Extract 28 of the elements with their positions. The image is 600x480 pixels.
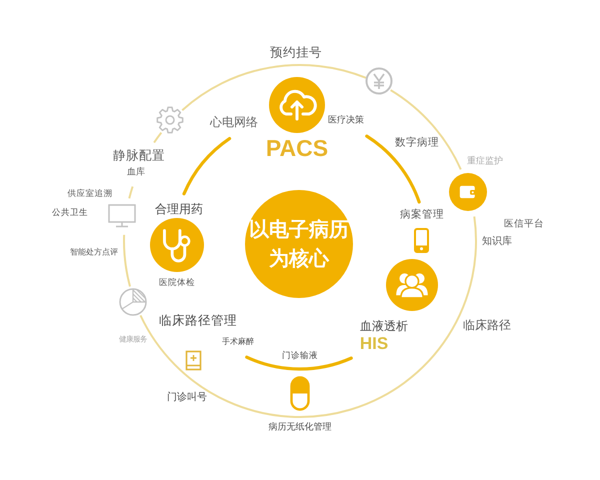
feature-label: 心电网络: [210, 114, 258, 130]
feature-label: 知识库: [482, 236, 512, 248]
feature-label: 手术麻醉: [222, 337, 254, 347]
feature-label: 静脉配置: [113, 148, 165, 162]
feature-label: 合理用药: [155, 202, 203, 216]
feature-label: 医院体检: [159, 278, 195, 288]
feature-label: 病案管理: [400, 208, 444, 222]
people-icon: [386, 259, 438, 311]
feature-label: 临床路径管理: [159, 312, 237, 328]
feature-label: 医信平台: [504, 218, 544, 230]
center-circle: 以电子病历为核心: [245, 190, 353, 298]
system-label: PACS: [266, 135, 328, 163]
system-label: HIS: [360, 334, 388, 354]
cloud-upload-icon: [269, 77, 325, 133]
feature-label: 血液透析: [360, 318, 408, 334]
feature-label: 血库: [127, 168, 145, 178]
feature-label: 临床路径: [463, 318, 511, 332]
feature-label: 供应室追溯: [68, 188, 112, 200]
wallet-icon: [449, 173, 487, 211]
feature-label: 病历无纸化管理: [268, 422, 332, 434]
feature-label: 公共卫生: [52, 208, 88, 218]
stethoscope-icon: [150, 218, 204, 272]
feature-label: 预约挂号: [270, 44, 322, 60]
feature-label: 数字病理: [395, 136, 439, 150]
feature-label: 医疗决策: [328, 116, 364, 126]
feature-label: 门诊输液: [282, 350, 318, 362]
feature-label: 门诊叫号: [167, 392, 207, 404]
feature-label: 重症监护: [467, 156, 503, 168]
